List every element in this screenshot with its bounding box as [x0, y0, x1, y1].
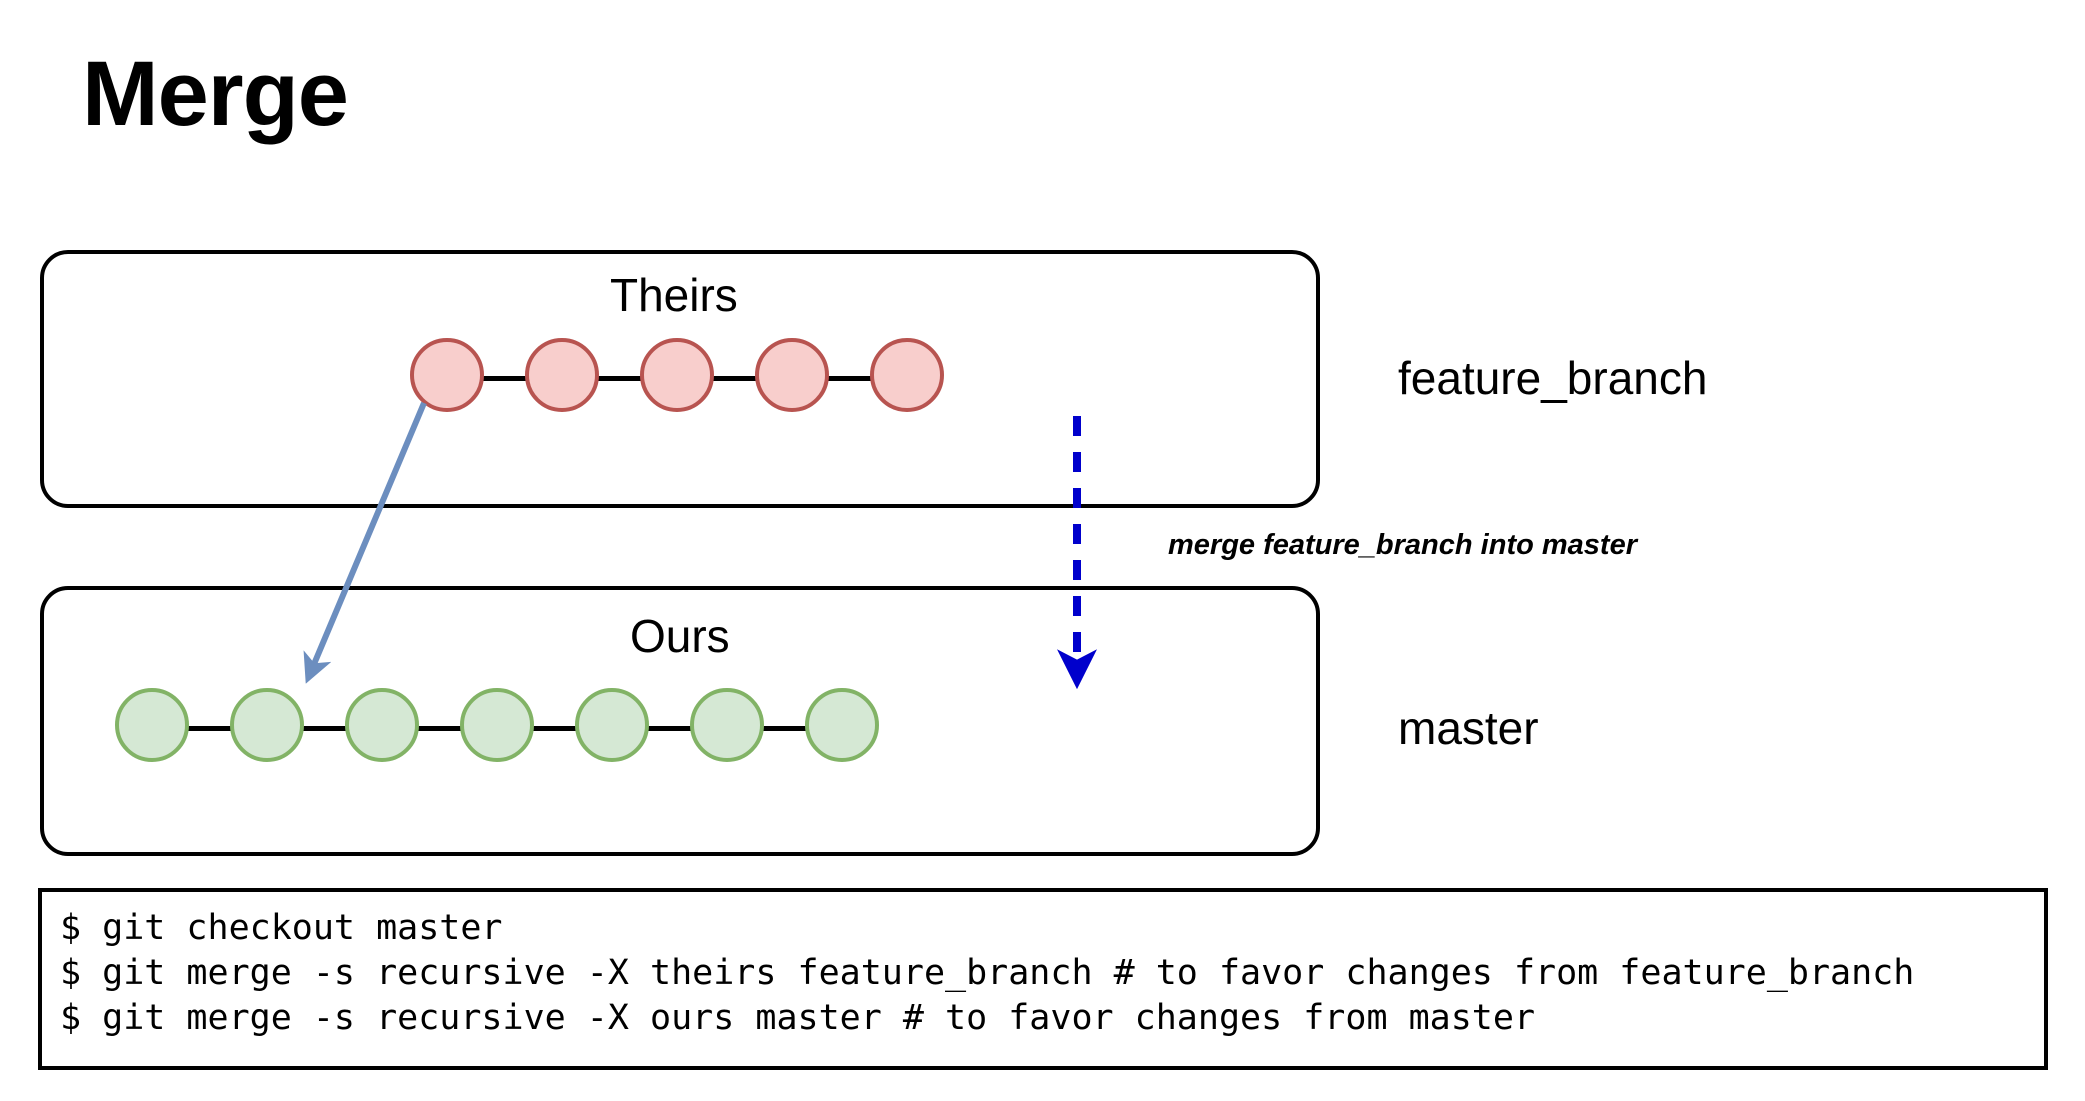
command-line-1: $ git checkout master — [60, 908, 503, 948]
theirs-group-label: Theirs — [610, 269, 738, 321]
master-branch-label: master — [1398, 702, 1539, 754]
commit-node-ours-4[interactable] — [460, 688, 534, 762]
commit-node-theirs-1[interactable] — [410, 338, 484, 412]
merge-annotation-text: merge feature_branch into master — [1168, 529, 1637, 561]
commit-node-ours-7[interactable] — [805, 688, 879, 762]
commit-node-ours-6[interactable] — [690, 688, 764, 762]
commit-node-theirs-2[interactable] — [525, 338, 599, 412]
commit-connector — [825, 376, 875, 381]
theirs-branch-box — [40, 250, 1320, 508]
command-block: $ git checkout master $ git merge -s rec… — [38, 888, 2048, 1070]
commit-node-ours-3[interactable] — [345, 688, 419, 762]
command-line-2: $ git merge -s recursive -X theirs featu… — [60, 953, 1915, 993]
commit-node-ours-2[interactable] — [230, 688, 304, 762]
commit-connector — [710, 376, 760, 381]
commit-connector — [530, 726, 580, 731]
command-line-3: $ git merge -s recursive -X ours master … — [60, 998, 1536, 1038]
feature-branch-label: feature_branch — [1398, 352, 1708, 404]
commit-node-theirs-5[interactable] — [870, 338, 944, 412]
commit-connector — [185, 726, 235, 731]
ours-group-label: Ours — [630, 610, 730, 662]
page-title: Merge — [82, 43, 349, 145]
commit-node-ours-5[interactable] — [575, 688, 649, 762]
ours-branch-box — [40, 586, 1320, 856]
commit-connector — [480, 376, 530, 381]
commit-connector — [415, 726, 465, 731]
commit-connector — [760, 726, 810, 731]
commit-node-theirs-4[interactable] — [755, 338, 829, 412]
commit-connector — [300, 726, 350, 731]
commit-node-theirs-3[interactable] — [640, 338, 714, 412]
commit-node-ours-1[interactable] — [115, 688, 189, 762]
commit-connector — [595, 376, 645, 381]
commit-connector — [645, 726, 695, 731]
